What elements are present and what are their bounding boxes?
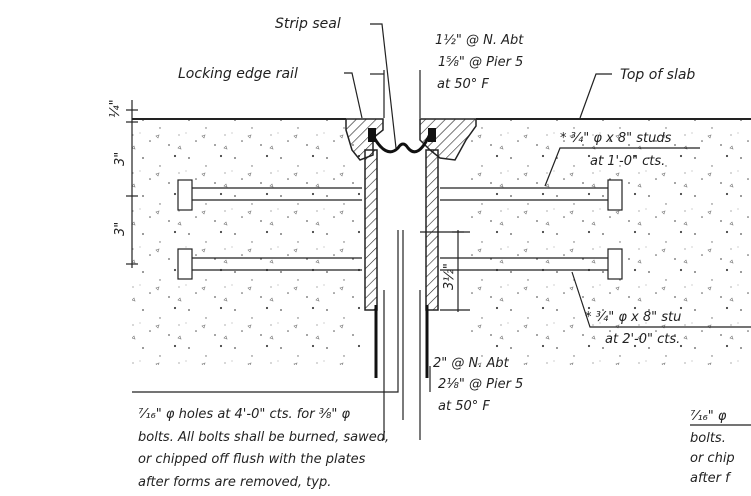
stud-head-top-left	[177, 179, 193, 211]
strip-seal	[370, 133, 432, 154]
leader-strip-seal	[370, 23, 397, 149]
leader-locking-rail	[344, 72, 363, 119]
label-gap-bot-1: 2" @ N. Abt	[433, 356, 510, 371]
label-studs-bot-2: at 2'-0" cts.	[605, 332, 680, 347]
label-gap-top-3: at 50° F	[437, 77, 489, 92]
label-studs-bot-1: * ¾" φ x 8" stu	[585, 310, 681, 325]
note-line-3: or chipped off flush with the plates	[138, 452, 366, 467]
note2-line-1: ⁷⁄₁₆" φ	[690, 409, 727, 424]
anchor-plate-right	[425, 149, 439, 311]
label-gap-top-1: 1½" @ N. Abt	[435, 33, 524, 48]
leader-studs-bot	[571, 271, 751, 328]
note2-line-3: or chip	[690, 451, 735, 466]
note-line-4: after forms are removed, typ.	[138, 475, 331, 490]
seal-gland-left	[368, 128, 376, 142]
label-gap-bot-2: 2⅛" @ Pier 5	[438, 377, 523, 392]
dim-3half-label: 3½"	[442, 263, 457, 290]
concrete-slab-right	[466, 120, 751, 365]
dim-3-top-label: 3"	[113, 152, 128, 166]
note-line-2: bolts. All bolts shall be burned, sawed,	[138, 430, 389, 445]
stud-head-bot-left	[177, 248, 193, 280]
leader-top-of-slab	[579, 73, 612, 119]
concrete-slab-left	[132, 120, 360, 365]
stud-head-bot-right	[607, 248, 623, 280]
note2-line-4: after f	[690, 471, 732, 486]
label-gap-top-2: 1⅝" @ Pier 5	[438, 55, 523, 70]
label-studs-top-1: * ¾" φ x 8" studs	[560, 131, 672, 146]
dim-quarter-label: ¼"	[108, 99, 123, 118]
label-strip-seal: Strip seal	[275, 16, 341, 32]
leader-note	[132, 230, 399, 393]
leader-studs-top	[544, 147, 700, 187]
seal-gland-right	[428, 128, 436, 142]
dim-3-bot-label: 3"	[113, 222, 128, 236]
label-studs-top-2: at 1'-0" cts.	[590, 154, 665, 169]
label-top-of-slab: Top of slab	[620, 67, 695, 83]
note2-line-2: bolts.	[690, 431, 726, 446]
label-gap-bot-3: at 50° F	[438, 399, 490, 414]
note-line-1: ⁷⁄₁₆" φ holes at 4'-0" cts. for ⅜" φ	[138, 407, 350, 422]
label-locking-edge-rail: Locking edge rail	[178, 66, 298, 82]
anchor-plate-left	[364, 149, 378, 311]
stud-head-top-right	[607, 179, 623, 211]
